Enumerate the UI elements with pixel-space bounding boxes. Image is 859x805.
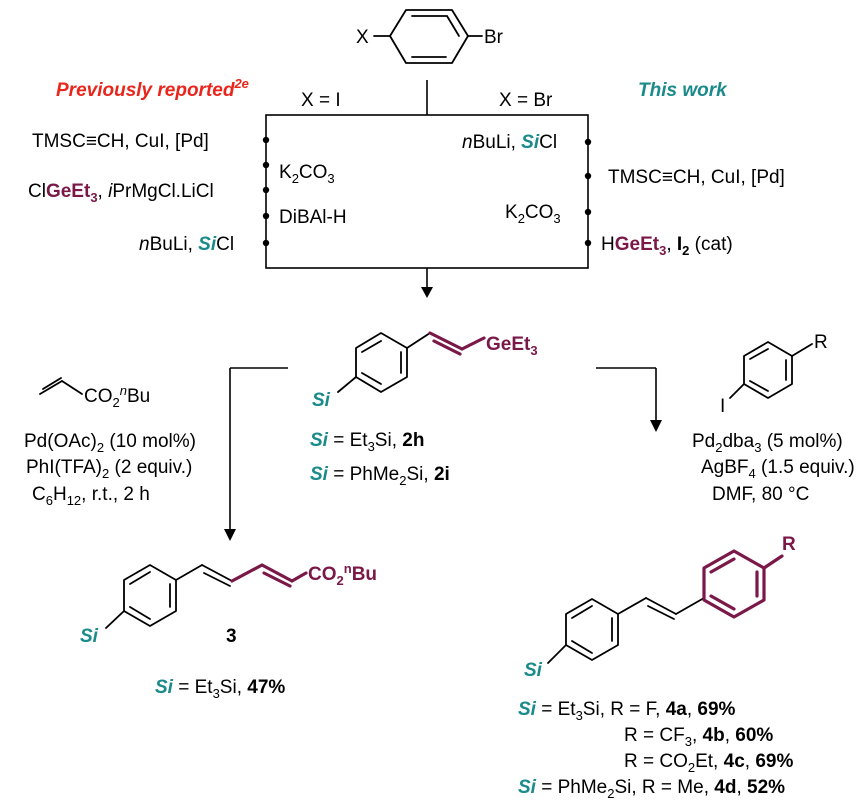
left-step-2: K2CO3 — [279, 162, 335, 186]
product-3-structure: CO2nBu Si 3 — [80, 561, 377, 647]
right-step-2: TMSC≡CH, CuI, [Pd] — [608, 167, 785, 188]
acrylate-label: CO2nBu — [84, 383, 150, 410]
reagent-i-label: I — [720, 396, 725, 417]
product-4-r-label: R — [782, 534, 796, 555]
intermediate-line-1: Si = Et3Si, 2h — [310, 430, 424, 454]
acrylate-reagent: CO2nBu — [39, 377, 150, 410]
intermediate-ge-label: GeEt3 — [486, 334, 538, 358]
right-condition-1: Pd2dba3 (5 mol%) — [692, 431, 843, 455]
left-step-1: TMSC≡CH, CuI, [Pd] — [32, 131, 209, 152]
previously-reported-label: Previously reported2e — [56, 76, 249, 101]
right-step-3: K2CO3 — [505, 202, 561, 226]
product-4-row-b: R = CF3, 4b, 60% — [624, 725, 773, 749]
left-step-3: ClGeEt3, iPrMgCl.LiCl — [28, 181, 214, 205]
right-step-1: nBuLi, SiCl — [462, 132, 557, 153]
x-equals-br: X = Br — [499, 90, 553, 111]
route-bracket — [262, 80, 592, 298]
left-step-5: nBuLi, SiCl — [139, 234, 234, 255]
product-3-si-label: Si — [80, 626, 99, 647]
product-4-si-label: Si — [524, 660, 543, 681]
product-4-structure: R Si — [524, 534, 796, 681]
product-3-result: Si = Et3Si, 47% — [155, 677, 285, 701]
intermediate-line-2: Si = PhMe2Si, 2i — [310, 464, 450, 488]
reagent-r-label: R — [814, 332, 828, 353]
product-4-row-d: Si = PhMe2Si, R = Me, 4d, 52% — [518, 777, 785, 801]
left-arrow — [224, 367, 288, 541]
br-label: Br — [484, 27, 504, 48]
intermediate-si-label: Si — [312, 390, 331, 411]
left-step-4: DiBAl-H — [279, 207, 347, 228]
left-condition-3: C6H12, r.t., 2 h — [32, 484, 150, 508]
product-4-row-c: R = CO2Et, 4c, 69% — [624, 751, 793, 775]
x-equals-i: X = I — [301, 90, 341, 111]
starting-material: X Br — [356, 9, 504, 64]
product-3-number: 3 — [226, 626, 237, 647]
right-condition-2: AgBF4 (1.5 equiv.) — [701, 457, 855, 481]
left-condition-1: Pd(OAc)2 (10 mol%) — [24, 431, 196, 455]
intermediate-structure: GeEt3 Si — [312, 331, 538, 411]
this-work-label: This work — [638, 80, 728, 101]
right-step-4: HGeEt3, I2 (cat) — [601, 234, 733, 258]
right-arrow — [596, 367, 662, 432]
right-condition-3: DMF, 80 °C — [712, 484, 809, 505]
product-3-ester-label: CO2nBu — [308, 561, 377, 588]
x-label: X — [356, 27, 369, 48]
aryl-iodide-reagent: R I — [720, 332, 828, 417]
left-condition-2: PhI(TFA)2 (2 equiv.) — [26, 457, 192, 481]
product-4-row-a: Si = Et3Si, R = F, 4a, 69% — [518, 699, 736, 723]
